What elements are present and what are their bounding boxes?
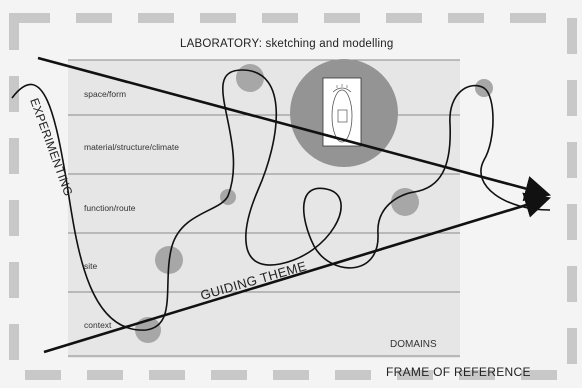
domains-label: DOMAINS bbox=[390, 339, 437, 350]
laboratory-heading: LABORATORY: sketching and modelling bbox=[180, 38, 393, 50]
domain-label-material-structure-climate: material/structure/climate bbox=[84, 142, 179, 152]
experimentation-path bbox=[11, 69, 551, 331]
upper-converging-arrow bbox=[37, 56, 552, 202]
domain-label-function-route: function/route bbox=[84, 203, 136, 213]
node-circle bbox=[391, 188, 419, 216]
process-nodes bbox=[135, 64, 493, 343]
node-circle bbox=[236, 64, 264, 92]
domain-label-site: site bbox=[84, 261, 98, 271]
domain-label-space-form: space/form bbox=[84, 89, 126, 99]
guiding-theme-arrow bbox=[43, 192, 551, 354]
domain-label-context: context bbox=[84, 320, 112, 330]
frame-of-reference-border bbox=[9, 13, 577, 380]
frame-of-reference-label: FRAME OF REFERENCE bbox=[386, 365, 531, 379]
